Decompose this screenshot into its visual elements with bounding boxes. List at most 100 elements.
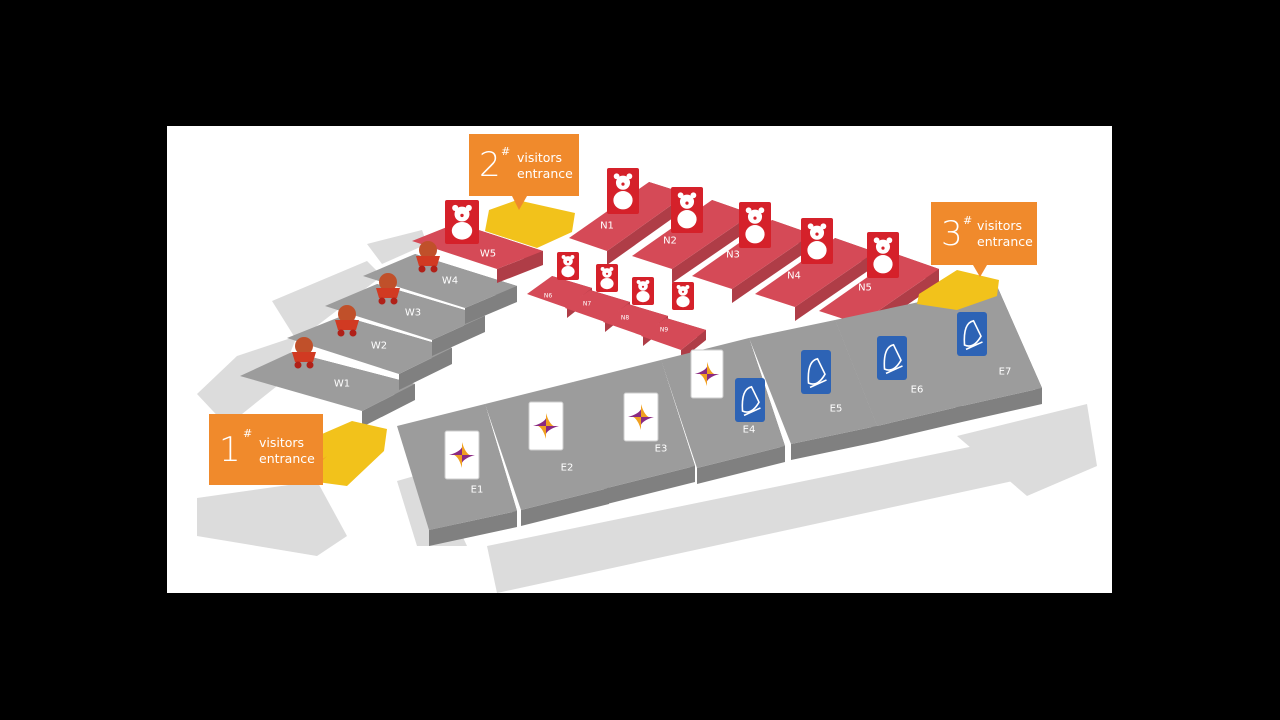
hall-n9[interactable] xyxy=(641,318,706,360)
hall-front xyxy=(399,348,452,390)
teddy-bear-icon xyxy=(596,264,618,292)
hall-front xyxy=(521,488,609,526)
hall-front xyxy=(791,426,877,460)
entrance-3-building[interactable] xyxy=(917,270,999,310)
teddy-bear-icon xyxy=(801,218,833,264)
hall-roof xyxy=(565,290,630,322)
hall-label-n4: N4 xyxy=(787,270,801,282)
teddy-bear-icon xyxy=(445,200,479,244)
hall-label-e3: E3 xyxy=(654,443,668,455)
hall-w4[interactable] xyxy=(363,254,517,324)
hall-front xyxy=(465,286,517,324)
entrance-number: 1 xyxy=(219,430,241,470)
roads xyxy=(197,230,1097,593)
stationery-icon xyxy=(877,336,907,380)
entrance-mark: # xyxy=(243,427,253,440)
hall-label-e6: E6 xyxy=(910,384,924,396)
teddy-bear-icon xyxy=(867,232,899,278)
hall-label-e7: E7 xyxy=(998,366,1012,378)
hall-front xyxy=(795,252,875,321)
toy-wagon-icon xyxy=(376,273,400,305)
entrance-number: 2 xyxy=(479,145,501,185)
pinwheel-icon xyxy=(690,349,724,399)
entrance-1-callout[interactable]: 1 # visitors entrance xyxy=(209,414,323,485)
hall-front xyxy=(362,384,415,427)
hall-front xyxy=(732,234,812,303)
hall-front xyxy=(432,316,485,356)
hall-label-w3: W3 xyxy=(404,307,422,319)
hall-w3[interactable] xyxy=(325,284,485,356)
hall-front xyxy=(497,251,543,283)
hall-roof xyxy=(603,304,668,336)
hall-label-n7: N7 xyxy=(582,300,592,308)
hall-label-n8: N8 xyxy=(620,314,630,322)
hall-label-w5: W5 xyxy=(479,248,497,260)
hall-roof xyxy=(819,255,939,324)
entrance-mark: # xyxy=(963,214,973,227)
hall-roof xyxy=(569,182,687,251)
hall-label-n3: N3 xyxy=(726,249,740,261)
hall-icons xyxy=(292,168,987,480)
entrance-line1: visitors xyxy=(259,435,305,450)
stationery-icon xyxy=(957,312,987,356)
entrance-1-building[interactable] xyxy=(317,421,387,486)
stationery-icon xyxy=(801,350,831,394)
toy-wagon-icon xyxy=(292,337,316,369)
hall-front xyxy=(607,466,695,504)
pinwheel-icon xyxy=(623,392,659,442)
hall-roof xyxy=(325,284,485,340)
teddy-bear-icon xyxy=(607,168,639,214)
hall-w1[interactable] xyxy=(240,352,415,427)
entrance-line2: entrance xyxy=(517,166,573,181)
hall-front xyxy=(877,406,962,442)
hall-front xyxy=(697,446,785,484)
teddy-bear-icon xyxy=(632,277,654,305)
pinwheel-icon xyxy=(528,401,564,451)
hall-front xyxy=(607,194,687,265)
hall-label-n6: N6 xyxy=(543,292,553,300)
entrance-line2: entrance xyxy=(259,451,315,466)
hall-roof xyxy=(755,238,875,307)
hall-label-n9: N9 xyxy=(659,326,669,334)
hall-label-e4: E4 xyxy=(742,424,756,436)
hall-roof xyxy=(240,352,415,411)
hall-label-n5: N5 xyxy=(858,282,872,294)
hall-front xyxy=(962,388,1042,422)
entrance-mark: # xyxy=(501,145,511,158)
entrance-line1: visitors xyxy=(977,218,1023,233)
hall-roof xyxy=(692,220,812,289)
entrance-3-callout[interactable]: 3 # visitors entrance xyxy=(931,202,1037,265)
hall-label-e2: E2 xyxy=(560,462,574,474)
hall-label-e1: E1 xyxy=(470,484,484,496)
hall-label-w1: W1 xyxy=(333,378,351,390)
halls xyxy=(240,182,1042,546)
hall-n4[interactable] xyxy=(755,238,875,321)
hall-roof xyxy=(287,316,452,374)
entrance-line2: entrance xyxy=(977,234,1033,249)
toy-wagon-icon xyxy=(335,305,359,337)
entrance-buildings xyxy=(317,200,999,486)
hall-w2[interactable] xyxy=(287,316,452,390)
entrance-2-building[interactable] xyxy=(485,200,575,248)
teddy-bear-icon xyxy=(672,282,694,310)
stationery-icon xyxy=(735,378,765,422)
teddy-bear-icon xyxy=(739,202,771,248)
hall-label-e5: E5 xyxy=(829,403,843,415)
teddy-bear-icon xyxy=(557,252,579,280)
hall-label-n1: N1 xyxy=(600,220,614,232)
entrance-line1: visitors xyxy=(517,150,563,165)
hall-roof xyxy=(632,200,752,269)
hall-label-w4: W4 xyxy=(441,275,459,287)
hall-front xyxy=(429,511,517,546)
teddy-bear-icon xyxy=(671,187,703,233)
hall-front xyxy=(681,330,706,360)
entrance-2-callout[interactable]: 2 # visitors entrance xyxy=(469,134,579,196)
map-canvas xyxy=(197,168,1097,593)
hall-roof xyxy=(363,254,517,308)
hall-front xyxy=(672,214,752,283)
toy-wagon-icon xyxy=(416,241,440,273)
hall-roof xyxy=(641,318,706,350)
hall-label-w2: W2 xyxy=(370,340,388,352)
pinwheel-icon xyxy=(444,430,480,480)
